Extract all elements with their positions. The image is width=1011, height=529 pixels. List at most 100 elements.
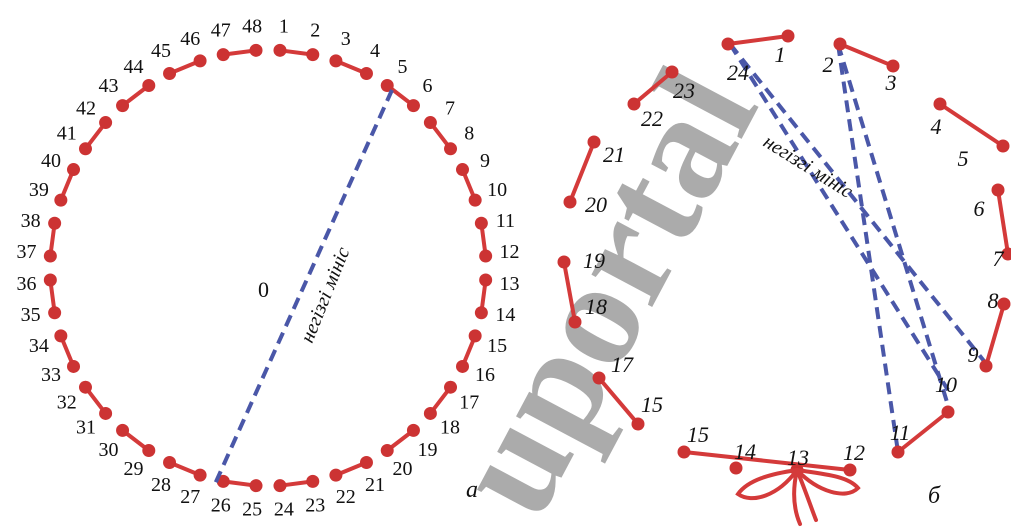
- pin-label: 13: [499, 273, 519, 295]
- pin-label: 20: [585, 192, 607, 217]
- figure-a-thread-segments: [43, 43, 493, 493]
- pin-label: 45: [151, 40, 171, 62]
- figure-b-diameter-lines: [728, 42, 990, 453]
- pin-label: 4: [931, 114, 942, 139]
- pin-knot: [587, 135, 601, 149]
- pin-knot: [627, 97, 641, 111]
- pin-label: 7: [445, 97, 455, 119]
- pin-label: 38: [21, 210, 41, 232]
- pin-knot: [43, 273, 57, 287]
- pin-knot: [116, 423, 130, 437]
- pin-label: 18: [585, 294, 607, 319]
- pin-label: 26: [211, 494, 231, 516]
- thread-segment: [568, 140, 596, 204]
- pin-label: 5: [397, 56, 407, 78]
- pin-label: 39: [29, 179, 49, 201]
- pin-knot: [886, 59, 900, 73]
- pin-label: 6: [423, 75, 433, 97]
- pin-knot: [557, 255, 571, 269]
- pin-label: 44: [124, 56, 144, 78]
- pin-knot: [721, 37, 735, 51]
- pin-label: 8: [464, 123, 474, 145]
- bow-loop: [795, 468, 818, 522]
- pin-knot: [78, 380, 92, 394]
- pin-label: 41: [57, 123, 77, 145]
- pin-label: 27: [180, 486, 200, 508]
- pin-knot: [468, 329, 482, 343]
- pin-knot: [631, 417, 645, 431]
- pin-knot: [665, 65, 679, 79]
- pin-knot: [979, 359, 993, 373]
- pin-knot: [216, 48, 230, 62]
- pin-knot: [455, 359, 469, 373]
- pin-label: 32: [57, 391, 77, 413]
- thread-segment: [838, 42, 895, 68]
- pin-label: 12: [499, 241, 519, 263]
- pin-knot: [833, 37, 847, 51]
- pin-label: 15: [487, 335, 507, 357]
- pin-label: 25: [242, 498, 262, 520]
- pin-knot: [444, 380, 458, 394]
- thread-segment: [938, 102, 1005, 148]
- pin-knot: [78, 142, 92, 156]
- pin-knot: [99, 116, 113, 130]
- pin-knot: [891, 445, 905, 459]
- thread-segment: [896, 410, 950, 454]
- bow-loop: [792, 468, 802, 526]
- pin-label: 40: [41, 150, 61, 172]
- pin-knot: [142, 444, 156, 458]
- pin-label: 28: [151, 474, 171, 496]
- pin-label: 17: [611, 352, 634, 377]
- figure-a-center-label: 0: [258, 277, 269, 302]
- pin-knot: [474, 216, 488, 230]
- pin-label: 14: [734, 439, 756, 464]
- pin-label: 1: [279, 16, 289, 38]
- bow-loop: [795, 468, 861, 496]
- figure-a-diameter-line: [213, 89, 394, 485]
- pin-label: 10: [935, 372, 957, 397]
- pin-knot: [142, 78, 156, 92]
- bow-loop: [735, 468, 799, 500]
- pin-knot: [359, 67, 373, 81]
- pin-knot: [941, 405, 955, 419]
- pin-label: 16: [475, 364, 495, 386]
- pin-knot: [193, 468, 207, 482]
- pin-label: 2: [310, 20, 320, 42]
- pin-knot: [43, 249, 57, 263]
- pin-label: 1: [775, 42, 786, 67]
- diameter-line: [836, 43, 952, 413]
- thread-segment: [996, 188, 1010, 256]
- pin-knot: [380, 78, 394, 92]
- pin-label: 12: [843, 440, 865, 465]
- pin-label: 21: [365, 474, 385, 496]
- pin-knot: [193, 54, 207, 68]
- pin-label: 22: [641, 106, 663, 131]
- pin-label: 36: [17, 273, 37, 295]
- pin-knot: [479, 249, 493, 263]
- pin-label: 48: [242, 16, 262, 38]
- pin-knot: [273, 479, 287, 493]
- pin-knot: [306, 474, 320, 488]
- pin-knot: [99, 406, 113, 420]
- pin-label: 23: [305, 494, 325, 516]
- pin-label: 19: [583, 248, 605, 273]
- thread-segment: [682, 450, 852, 472]
- pin-label: 42: [76, 97, 96, 119]
- pin-label: 35: [21, 304, 41, 326]
- pin-label: 15: [641, 392, 663, 417]
- pin-label: 11: [496, 210, 515, 232]
- pin-knot: [997, 297, 1011, 311]
- pin-knot: [423, 116, 437, 130]
- pin-knot: [54, 193, 68, 207]
- pin-knot: [455, 163, 469, 177]
- pin-label: 4: [370, 40, 380, 62]
- pin-label: 17: [459, 391, 479, 413]
- pin-knot: [67, 163, 81, 177]
- pin-knot: [468, 193, 482, 207]
- pin-label: 7: [993, 246, 1005, 271]
- thread-segment: [597, 376, 640, 426]
